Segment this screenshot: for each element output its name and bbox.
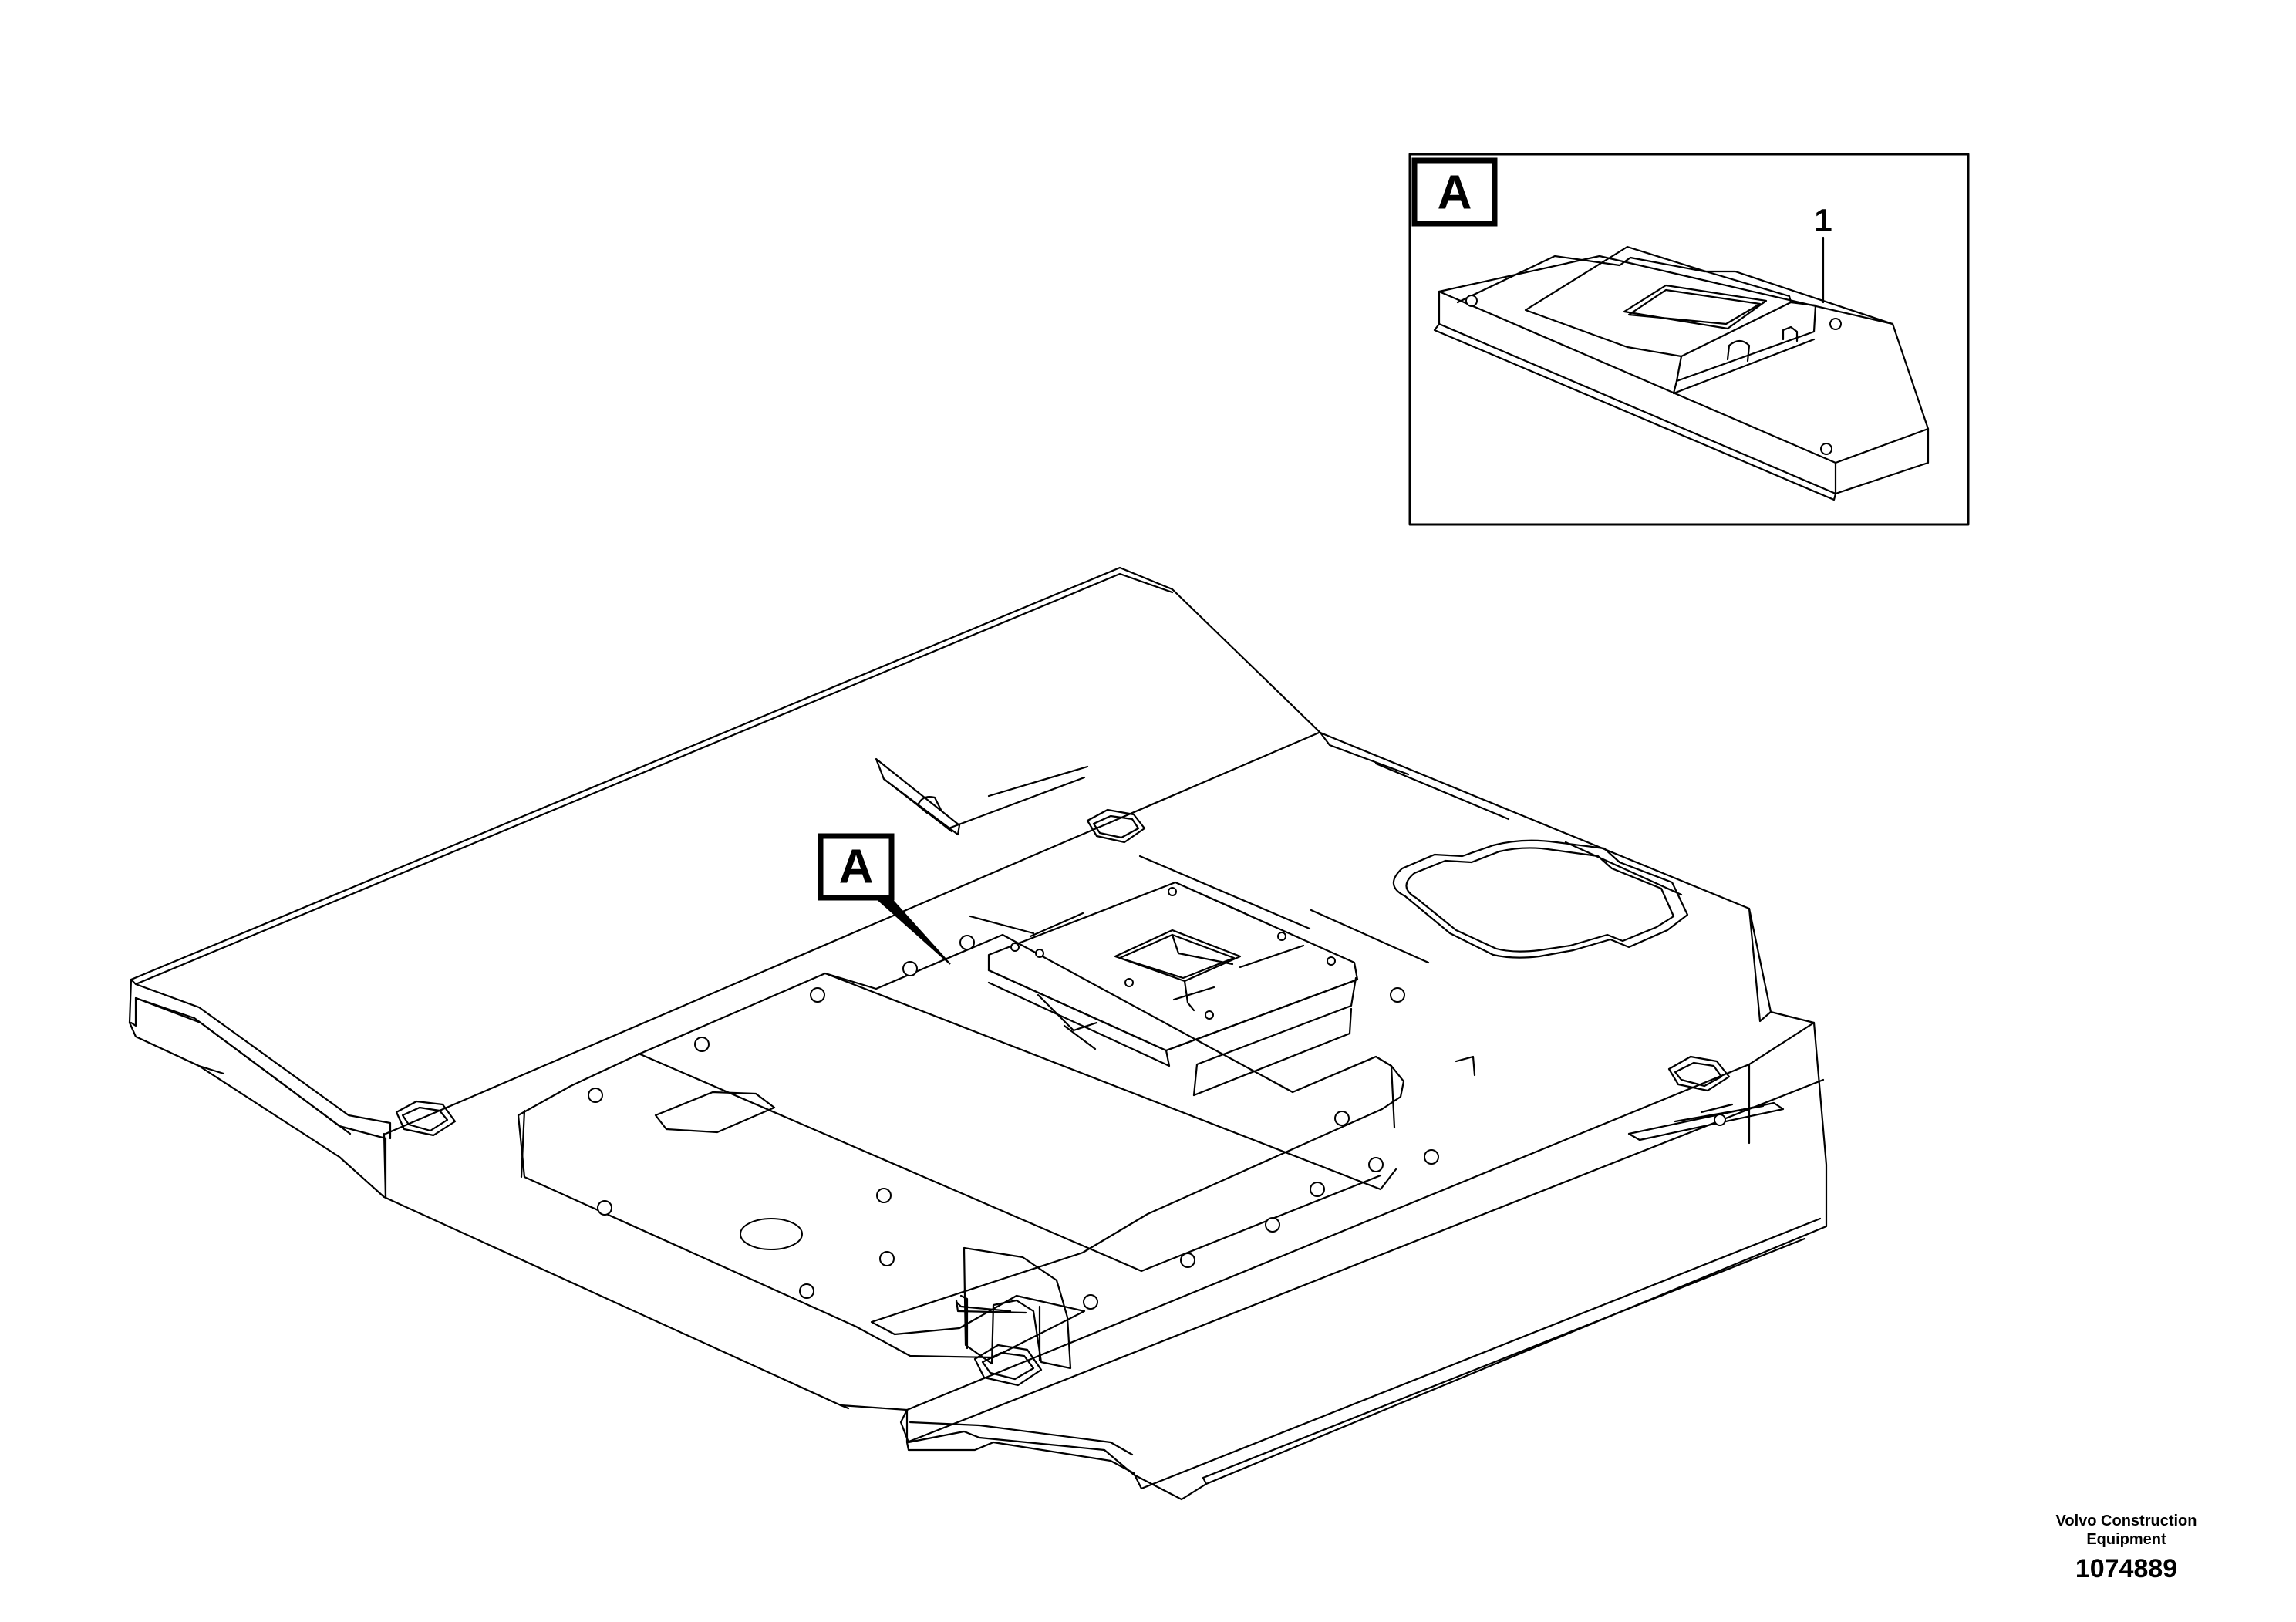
detail-frame — [1408, 153, 1970, 526]
rubber-mount-2 — [395, 1100, 457, 1137]
rubber-mount-1 — [1086, 808, 1146, 844]
view-label-arrow — [877, 900, 951, 965]
detail-label-box — [1411, 157, 1498, 227]
bolt-holes — [588, 935, 1439, 1310]
svg-text:A: A — [839, 841, 874, 894]
rubber-mount-4 — [973, 1344, 1043, 1387]
drawing-number: 1074889 — [2075, 1554, 2178, 1583]
inner-panel — [517, 933, 1405, 1359]
drawing-title-block: Volvo Construction Equipment 1074889 — [2011, 1512, 2242, 1586]
detail-view-a: A 1 — [1408, 153, 1970, 526]
bracket-part — [1433, 245, 1930, 501]
view-label-a: A — [818, 833, 951, 965]
company-name-line2: Equipment — [2086, 1531, 2166, 1548]
company-name-line1: Volvo Construction — [2055, 1512, 2197, 1529]
access-cover — [1392, 839, 1689, 959]
detail-label: A — [1438, 167, 1472, 220]
floor-plate-assembly — [128, 566, 1828, 1501]
rubber-mount-3 — [1667, 1055, 1731, 1092]
callout-1-number: 1 — [1814, 202, 1832, 238]
mount-bracket — [987, 881, 1359, 1097]
